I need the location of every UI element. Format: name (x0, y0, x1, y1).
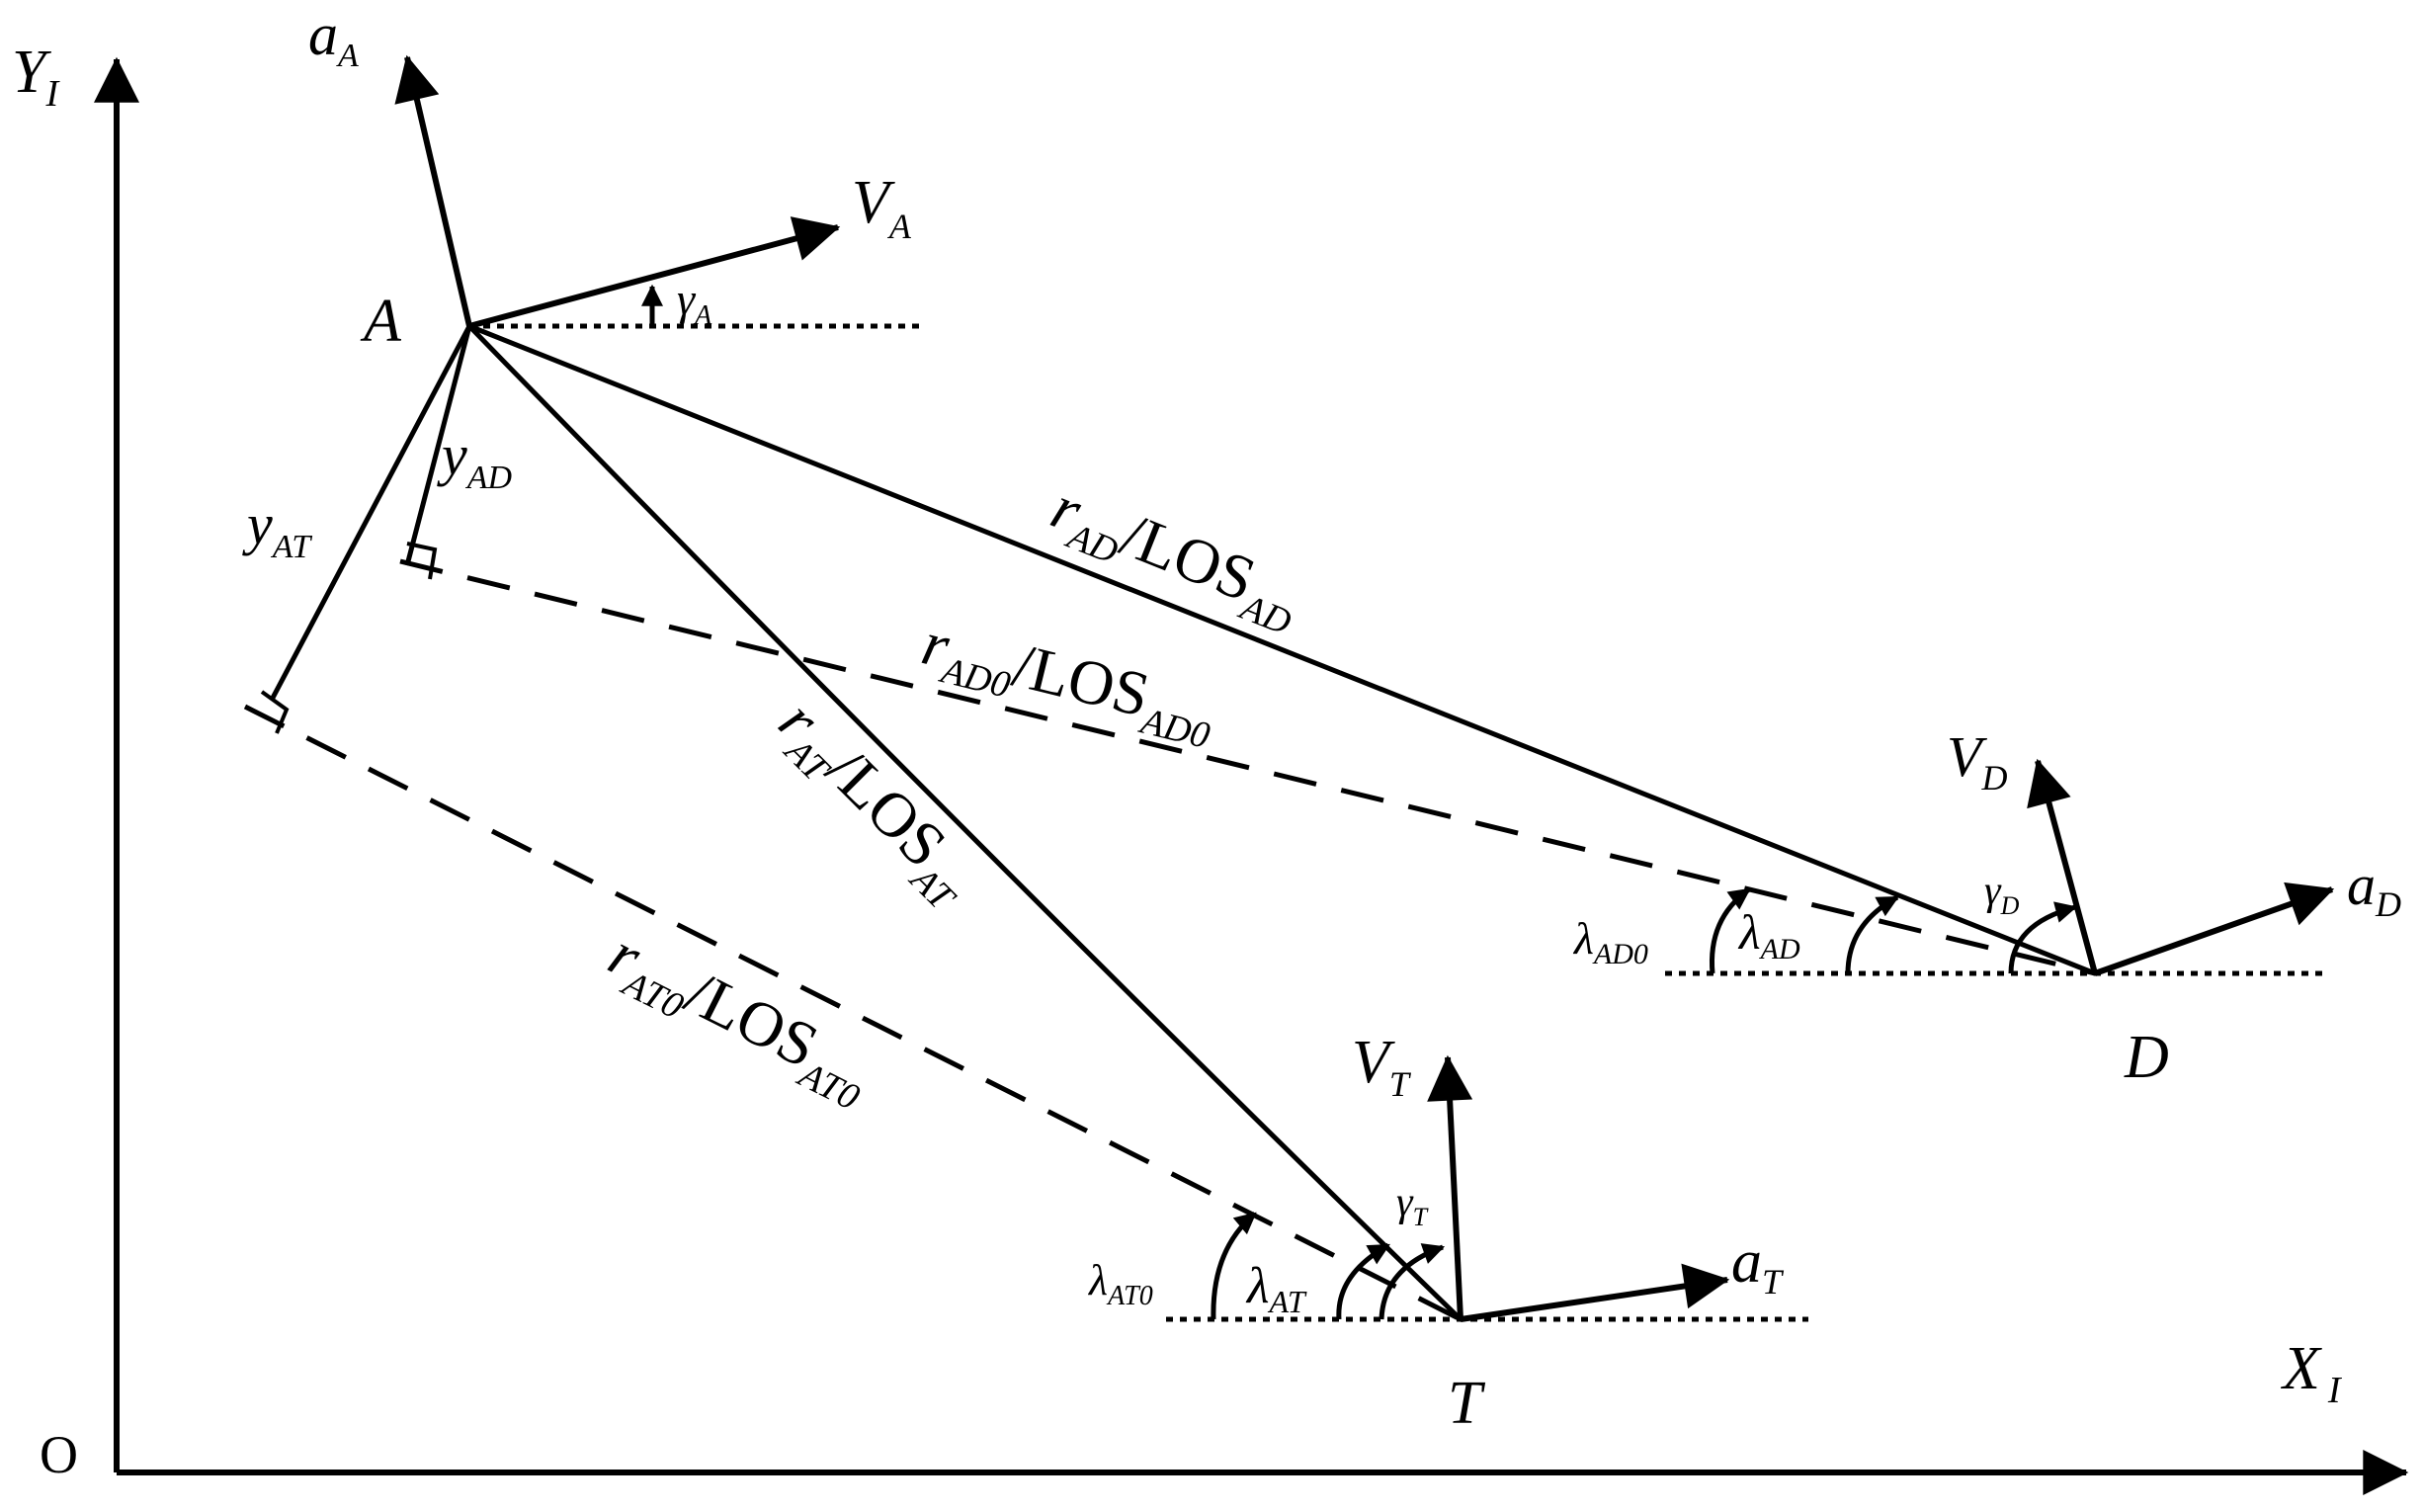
right-angle-marker-ad (406, 542, 438, 580)
vectors (394, 54, 2335, 1322)
gamma-d-arc (2008, 901, 2078, 974)
a-t-label: aT (1731, 1228, 1785, 1302)
lambda-at0-arc (1211, 1212, 1257, 1320)
v-a-label: VA (852, 169, 912, 246)
angle-arcs (641, 284, 2078, 1320)
gamma-a-label: γA (677, 274, 712, 331)
lambda-ad-label: λAD (1737, 904, 1800, 966)
coordinate-axes (94, 56, 2409, 1495)
los-at0-line (243, 704, 1463, 1322)
lambda-at-arc (1336, 1242, 1390, 1320)
lambda-ad-arc (1845, 894, 1899, 974)
los-ad0-label: rAD0/LOSAD0 (913, 608, 1223, 757)
lambda-at0-label: λAT0 (1087, 1256, 1153, 1311)
los-lines (269, 323, 2096, 1321)
los-at-line (467, 324, 1463, 1321)
vector-v-t (1427, 1054, 1473, 1320)
gamma-d-label: γD (1984, 869, 2020, 920)
reference-lines (469, 323, 2327, 1322)
a-d-label: aD (2347, 853, 2401, 924)
y-ad-label: yAD (437, 423, 513, 496)
vector-v-d (2027, 758, 2098, 974)
vector-a-a (394, 54, 472, 327)
los-at0-label: rAT0/LOSAT0 (594, 918, 884, 1119)
y-axis-label: YI (12, 39, 60, 115)
perp-yad-line (404, 325, 472, 566)
initial-los-lines (243, 558, 2096, 1322)
point-a-label: A (360, 288, 402, 355)
los-ad-line (468, 323, 2096, 976)
point-t-label: T (1448, 1370, 1486, 1437)
vector-v-a (468, 216, 841, 329)
lambda-ad0-arc (1709, 886, 1751, 974)
los-ad-label: rAD/LOSAD (1039, 471, 1311, 643)
origin-label: O (40, 1425, 78, 1484)
gamma-t-arc (1379, 1243, 1446, 1320)
a-a-label: aA (308, 2, 359, 74)
point-labels: A T D (360, 288, 2169, 1437)
vector-a-d (2093, 882, 2335, 976)
vector-a-t (1460, 1263, 1730, 1322)
los-at-label: rAT/LOSAT (758, 687, 991, 920)
los-ad0-line (399, 558, 2096, 976)
angle-labels: γA γT γD λAT0 λAT λAD0 λAD (677, 274, 2020, 1319)
point-d-label: D (2124, 1024, 2169, 1091)
lambda-ad0-label: λAD0 (1572, 913, 1648, 970)
lambda-at-label: λAT (1245, 1258, 1307, 1319)
v-t-label: VT (1352, 1029, 1412, 1104)
los-labels: rAD/LOSAD rAD0/LOSAD0 rAT/LOSAT rAT0/LOS… (594, 471, 1311, 1119)
distance-labels: yAD yAT (242, 423, 513, 565)
gamma-t-label: γT (1396, 1180, 1429, 1231)
vector-labels: aA VA VT aT VD aD (308, 2, 2401, 1302)
right-angle-markers (260, 542, 438, 734)
right-angle-marker-at (260, 690, 290, 734)
y-at-label: yAT (242, 492, 312, 565)
perp-yat-line (269, 324, 472, 702)
v-d-label: VD (1947, 724, 2007, 798)
